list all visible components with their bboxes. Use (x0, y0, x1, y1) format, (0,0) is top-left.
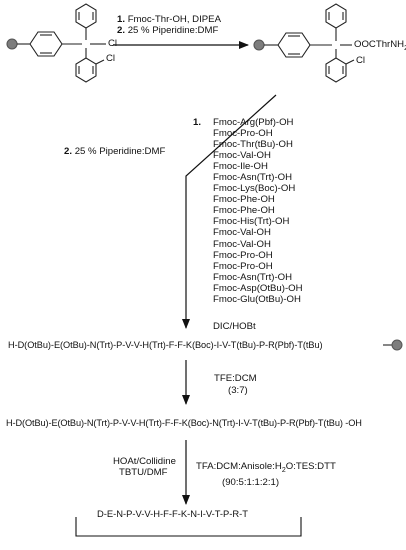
cleavage-ratio: (3:7) (228, 385, 248, 396)
amino-acid-item: Fmoc-Arg(Pbf)-OH (213, 117, 294, 128)
amino-acid-item: Fmoc-Val-OH (213, 227, 271, 239)
cyclic-peptide-sequence: D-E-N-P-V-V-H-F-F-K-N-I-V-T-P-R-T (97, 508, 249, 519)
amino-acid-item: Fmoc-Val-OH (213, 150, 271, 162)
chloride-label: Cl (108, 38, 118, 49)
amino-acid-item: Fmoc-Ile-OH (213, 161, 268, 173)
deprotection-label: 2. 25 % Piperidine:DMF (64, 146, 166, 157)
amino-acid-item: Fmoc-Phe-OH (213, 194, 275, 206)
starting-resin-structure (6, 3, 106, 83)
resin-bead-icon (6, 38, 18, 50)
amino-acid-item: Fmoc-Pro-OH (213, 260, 273, 272)
amino-acid-list: Fmoc-Arg(Pbf)-OH Fmoc-Pro-OH Fmoc-Thr(tB… (213, 117, 303, 305)
protected-peptide-acid: H-D(OtBu)-E(OtBu)-N(Trt)-P-V-V-H(Trt)-F-… (6, 418, 362, 428)
amino-acid-item: Fmoc-Pro-OH (213, 249, 273, 261)
step1-reagent-2: 2. 25 % Piperidine:DMF (117, 25, 219, 36)
ring-chlorine-label: Cl (106, 53, 116, 64)
amino-acid-item: Fmoc-Asp(OtBu)-OH (213, 282, 303, 294)
cyclization-bracket (75, 517, 302, 537)
coupling-step-number: 1. (193, 117, 202, 128)
amino-acid-item: Fmoc-His(Trt)-OH (213, 216, 290, 228)
protected-peptide-on-resin: H-D(OtBu)-E(OtBu)-N(Trt)-P-V-V-H(Trt)-F-… (8, 340, 323, 350)
cleavage-reagent: TFE:DCM (214, 373, 257, 384)
amino-acid-item: Fmoc-Phe-OH (213, 205, 275, 217)
amino-acid-item: Fmoc-Thr(tBu)-OH (213, 139, 293, 151)
cyclization-reagent-1: HOAt/Collidine (113, 456, 176, 467)
step1-reagent-1: 1. Fmoc-Thr-OH, DIPEA (117, 14, 221, 25)
cyclization-reagent-2: TBTU/DMF (119, 467, 168, 478)
resin-bead-icon (391, 339, 403, 351)
global-deprotection-reagent: TFA:DCM:Anisole:H2O:TES:DTT (196, 461, 336, 474)
ester-label: OOCThrNH2 (354, 39, 406, 52)
loaded-resin-structure (253, 3, 355, 83)
amino-acid-item: Fmoc-Glu(OtBu)-OH (213, 293, 301, 305)
amino-acid-item: Fmoc-Asn(Trt)-OH (213, 271, 293, 283)
arrow-elongation (182, 94, 277, 329)
global-deprotection-ratio: (90:5:1:1:2:1) (222, 477, 280, 488)
amino-acid-item: Fmoc-Val-OH (213, 238, 271, 250)
resin-bead-icon (253, 39, 265, 51)
ring-chlorine-label-loaded: Cl (356, 55, 366, 66)
amino-acid-item: Fmoc-Asn(Trt)-OH (213, 172, 293, 184)
amino-acid-item: Fmoc-Lys(Boc)-OH (213, 183, 296, 195)
coupling-reagent: DIC/HOBt (213, 321, 256, 332)
amino-acid-item: Fmoc-Pro-OH (213, 128, 273, 140)
